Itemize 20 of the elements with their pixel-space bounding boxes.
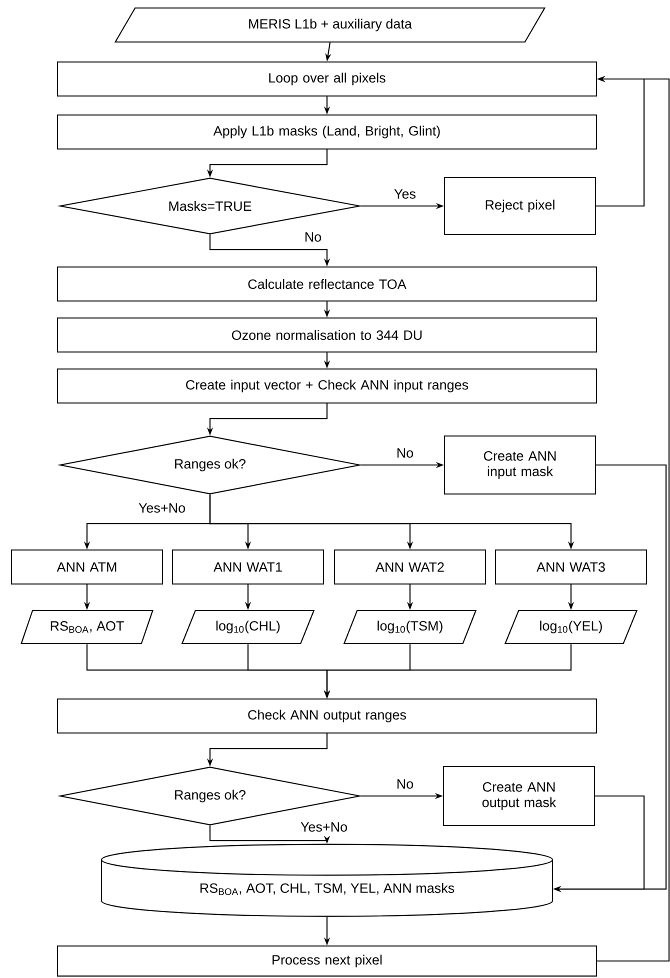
edge-label: Yes+No — [137, 502, 187, 514]
process-box: Create input vector + Check ANN input ranges — [56, 368, 598, 404]
process-box: Create ANN output mask — [442, 766, 596, 826]
process-box: Create ANN input mask — [444, 435, 596, 495]
process-box: Process next pixel — [56, 945, 598, 977]
process-box: Apply L1b masks (Land, Bright, Glint) — [56, 114, 598, 150]
process-box: Calculate reflectance TOA — [56, 266, 598, 302]
process-box: Reject pixel — [444, 176, 596, 236]
edge-label: No — [395, 778, 415, 790]
process-box: ANN ATM — [10, 549, 164, 585]
process-box: Ozone normalisation to 344 DU — [56, 317, 598, 353]
process-box: Check ANN output ranges — [56, 698, 598, 734]
data-parallelogram: RS$_{BOA}$, AOT — [20, 610, 154, 644]
storage-cylinder: RS$_{BOA}$, AOT, CHL, TSM, YEL, ANN masks — [100, 844, 554, 917]
edge-label: No — [395, 447, 415, 459]
edge-label: Yes — [393, 188, 418, 200]
process-box: ANN WAT1 — [172, 549, 324, 585]
process-box: ANN WAT3 — [494, 549, 648, 585]
process-box: ANN WAT2 — [334, 549, 486, 585]
process-box: Loop over all pixels — [56, 61, 598, 97]
